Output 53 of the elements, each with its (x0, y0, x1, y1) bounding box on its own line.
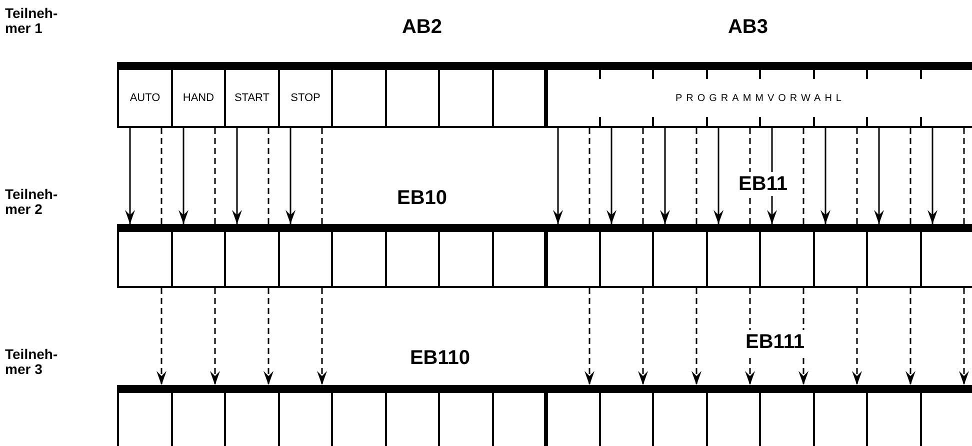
empty-bit-cell (117, 224, 173, 288)
arrow (606, 128, 616, 224)
empty-bit-cell (438, 224, 494, 288)
empty-bit-cell (117, 385, 173, 446)
byte-label: EB11 (736, 172, 790, 196)
dashed-arrow (210, 288, 220, 385)
arrow (714, 128, 724, 224)
empty-bit-cell (920, 224, 972, 288)
empty-bit-cell (278, 224, 333, 288)
empty-bit-cell (492, 62, 547, 128)
arrow (232, 128, 242, 224)
arrow (660, 128, 670, 224)
dashed-arrow (156, 288, 166, 385)
empty-bit-cell (759, 224, 815, 288)
dashed-arrow (584, 288, 594, 385)
dashed-arrow (692, 288, 702, 385)
empty-bit-cell (385, 62, 440, 128)
participant-label: Teilneh- mer 3 (5, 347, 59, 377)
arrow (874, 128, 884, 224)
empty-bit-cell (866, 224, 922, 288)
empty-bit-cell (224, 224, 280, 288)
dashed-arrow (959, 288, 969, 385)
empty-bit-cell (331, 62, 387, 128)
empty-bit-cell (599, 224, 654, 288)
arrow (286, 128, 296, 224)
bit-cell: AUTO (117, 62, 173, 128)
dashed-arrow (638, 288, 648, 385)
dashed-arrow (317, 288, 327, 385)
byte-label: EB111 (744, 330, 806, 354)
bit-cell: START (224, 62, 280, 128)
arrow (125, 128, 135, 224)
empty-bit-cell (492, 224, 547, 288)
arrow (928, 128, 938, 224)
empty-bit-cell (438, 62, 494, 128)
empty-bit-cell (813, 224, 868, 288)
dashed-arrow (264, 288, 274, 385)
dashed-arrow (852, 288, 862, 385)
bit-cell: STOP (278, 62, 333, 128)
dashed-arrow (906, 288, 916, 385)
participant-label: Teilneh- mer 2 (5, 187, 59, 217)
arrow (553, 128, 563, 224)
empty-bit-cell (171, 224, 226, 288)
empty-bit-cell (652, 224, 708, 288)
empty-bit-cell (544, 385, 601, 446)
empty-bit-cell (331, 224, 387, 288)
empty-bit-cell (544, 224, 601, 288)
bit-cell: HAND (171, 62, 226, 128)
empty-bit-cell (706, 224, 761, 288)
arrow (178, 128, 188, 224)
empty-bit-cell (385, 224, 440, 288)
bit-cell: PROGRAMMVORWAHL (544, 62, 972, 128)
participant-label: Teilneh- mer 1 (5, 6, 59, 36)
arrow (820, 128, 830, 224)
